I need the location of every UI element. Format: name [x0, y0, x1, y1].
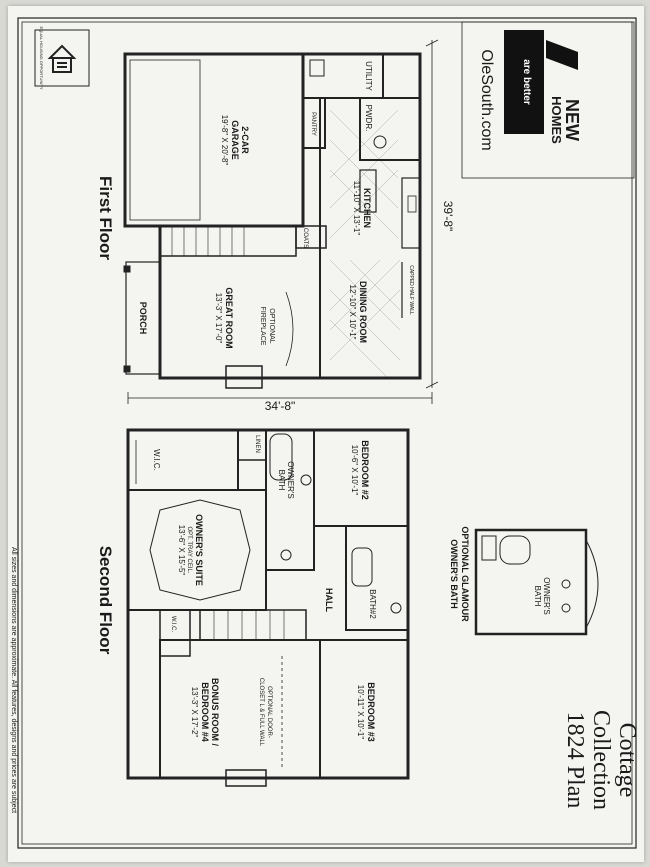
- plan-number: 1824 Plan: [562, 712, 588, 809]
- equal-housing-logo: EQUAL HOUSING OPPORTUNITY: [34, 26, 90, 90]
- outer-border: [17, 17, 637, 849]
- website-text: OleSouth.com: [478, 49, 495, 150]
- owners-bath-label-line2: BATH: [277, 470, 286, 491]
- garage-size: 19'-8" X 20'-8": [220, 115, 229, 166]
- collection-line1: Cottage: [614, 723, 640, 798]
- first-floor-labels: First Floor 39'-8" 34'-8" 2-CAR GARAGE 1…: [96, 61, 455, 413]
- half-wall-label: CAPPED HALF WALL: [408, 265, 414, 315]
- fireplace-label-line2: FIREPLACE: [259, 307, 266, 346]
- fireplace-label: OPTIONAL: [268, 308, 275, 344]
- logo-word-homes: HOMES: [549, 96, 564, 144]
- great-room-label: GREAT ROOM: [224, 287, 234, 348]
- coats-closet-label: COATS: [302, 228, 308, 248]
- kitchen-size: 11'-10" X 13'-1": [352, 181, 361, 236]
- optional-door-note-line2: CLOSET L & FULL WALL: [258, 678, 264, 747]
- first-floor-width-dimension: 39'-8": [441, 201, 455, 232]
- walk-in-closet-2-label: W.I.C.: [170, 616, 176, 633]
- glamour-bath-labels: OPTIONAL GLAMOUR OWNER'S BATH OWNER'S BA…: [449, 526, 551, 622]
- bonus-room-size: 13'-3" X 17'-2": [190, 687, 199, 738]
- first-floor-title: First Floor: [96, 176, 115, 260]
- inner-border: [21, 21, 633, 845]
- bedroom-3-label: BEDROOM #3: [366, 682, 376, 742]
- brand-logo: are better NEW HOMES OleSouth.com: [461, 21, 635, 179]
- linen-closet-label: LINEN: [254, 435, 260, 453]
- dining-room-label: DINING ROOM: [358, 281, 368, 343]
- second-floor-title: Second Floor: [96, 546, 115, 655]
- garage-label-line2: GARAGE: [230, 120, 240, 160]
- bath-2-label: BATH#2: [368, 589, 377, 619]
- dining-room-size: 12'-10" X 10'-1": [348, 285, 357, 340]
- collection-line2: Collection: [588, 710, 614, 810]
- logo-word-new: NEW: [562, 99, 582, 141]
- owners-bath-label: OWNER'S: [286, 461, 295, 499]
- garage-label: 2-CAR: [240, 126, 250, 154]
- glamour-bath-plan: [474, 528, 599, 636]
- owners-suite-size: 13'-6" X 15'-5": [177, 525, 186, 576]
- first-floor-depth-dimension: 34'-8": [265, 399, 296, 413]
- disclaimer: All sizes and dimensions are approximate…: [10, 547, 17, 813]
- bedroom-2-label: BEDROOM #2: [360, 440, 370, 500]
- powder-room-label: PWDR.: [364, 105, 373, 132]
- kitchen-label: KITCHEN: [362, 188, 372, 228]
- hall-label: HALL: [324, 588, 334, 612]
- bedroom-4-label: BEDROOM #4: [200, 682, 210, 742]
- owners-suite-label: OWNER'S SUITE: [194, 514, 204, 586]
- utility-label: UTILITY: [364, 61, 373, 91]
- bedroom-2-size: 10'-6" X 10'-1": [350, 445, 359, 496]
- glamour-bath-title-line2: OWNER'S BATH: [449, 539, 459, 608]
- bonus-room-label: BONUS ROOM /: [210, 678, 220, 747]
- walk-in-closet-1-label: W.I.C.: [152, 449, 161, 471]
- collection-title: Cottage Collection 1824 Plan: [562, 710, 640, 810]
- first-floor-plan: [123, 39, 439, 404]
- glamour-bath-title: OPTIONAL GLAMOUR: [460, 526, 470, 622]
- great-room-size: 13'-3" X 17'-0": [214, 293, 223, 344]
- second-floor-labels: Second Floor W.I.C. LINEN OWNER'S BATH B…: [96, 435, 377, 747]
- disclaimer-text: All sizes and dimensions are approximate…: [10, 547, 17, 813]
- pantry-label: PANTRY: [310, 112, 316, 136]
- owners-suite-note: OPT. TRAY CEIL.: [186, 526, 192, 573]
- porch-label: PORCH: [138, 302, 148, 335]
- glamour-bath-label-line2: BATH: [533, 586, 542, 607]
- optional-door-note: OPTIONAL DOOR-: [266, 686, 272, 738]
- logo-tagline: are better: [521, 59, 532, 105]
- glamour-bath-label: OWNER'S: [542, 577, 551, 615]
- equal-housing-text: EQUAL HOUSING OPPORTUNITY: [39, 26, 44, 89]
- bedroom-3-size: 10'-11" X 10'-1": [356, 685, 365, 740]
- second-floor-plan: [126, 428, 410, 787]
